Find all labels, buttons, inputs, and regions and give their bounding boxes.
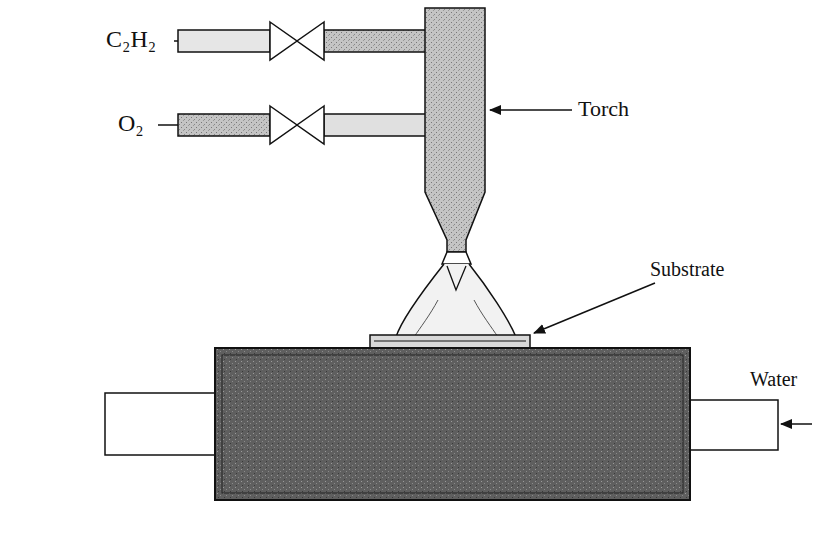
cooling-block <box>222 355 683 493</box>
torch-body <box>425 8 485 252</box>
pipe <box>324 114 426 136</box>
torch-nozzle <box>442 252 471 264</box>
pipe <box>178 30 270 52</box>
valve-symbol <box>270 106 324 144</box>
gas-label: C₂H₂ <box>106 26 156 52</box>
gas-label: O₂ <box>118 110 144 136</box>
part-label: Substrate <box>650 258 724 280</box>
valve-symbol <box>270 22 324 60</box>
substrate-plate <box>370 335 530 348</box>
part-label: Torch <box>578 97 629 121</box>
water-pipe <box>690 400 778 450</box>
substrate-plate <box>374 341 526 342</box>
flame <box>414 300 498 337</box>
leader-arrow <box>490 109 572 111</box>
pipe <box>178 114 270 136</box>
leader-arrow <box>534 283 655 333</box>
water-pipe <box>105 393 215 455</box>
flame-cone <box>447 266 466 290</box>
flame <box>396 264 516 337</box>
flow-arrow <box>781 423 812 425</box>
flow-label: Water <box>750 368 797 390</box>
cooling-block <box>215 348 690 500</box>
pipe <box>324 30 426 52</box>
